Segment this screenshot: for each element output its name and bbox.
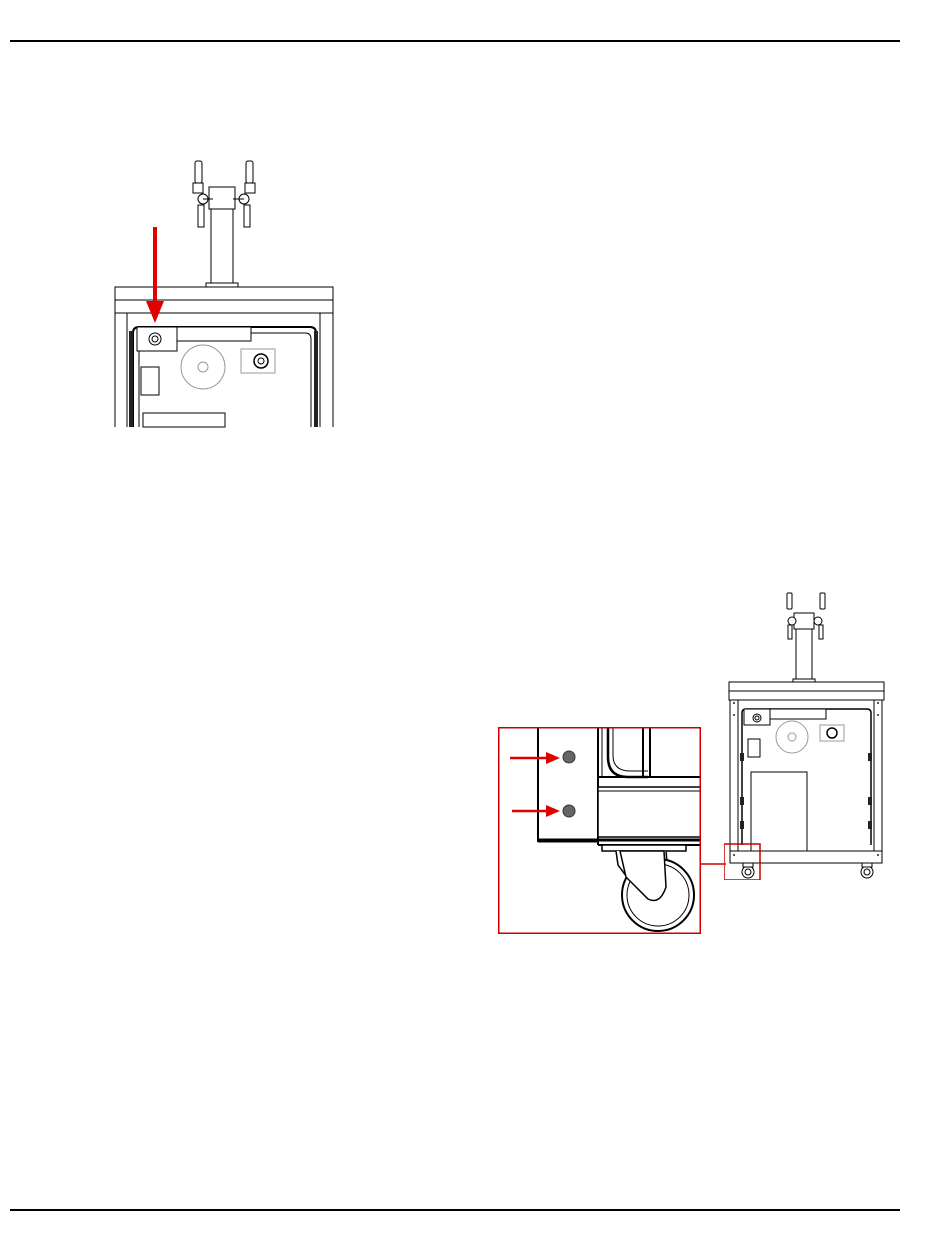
red-arrow-icon <box>512 805 560 817</box>
bolt-icon <box>563 751 575 763</box>
red-arrow-icon <box>105 155 340 430</box>
figure-caster-detail <box>498 727 701 934</box>
figure-top-left <box>105 155 340 430</box>
figure-full-unit <box>724 585 889 880</box>
caster-bolts-closeup-illustration <box>498 727 701 934</box>
header-rule <box>10 40 900 42</box>
kegerator-full-view-illustration <box>724 585 889 880</box>
footer-rule <box>10 1209 900 1211</box>
red-arrow-icon <box>510 752 560 764</box>
bolt-icon <box>563 805 575 817</box>
callout-connector-line <box>700 862 726 866</box>
